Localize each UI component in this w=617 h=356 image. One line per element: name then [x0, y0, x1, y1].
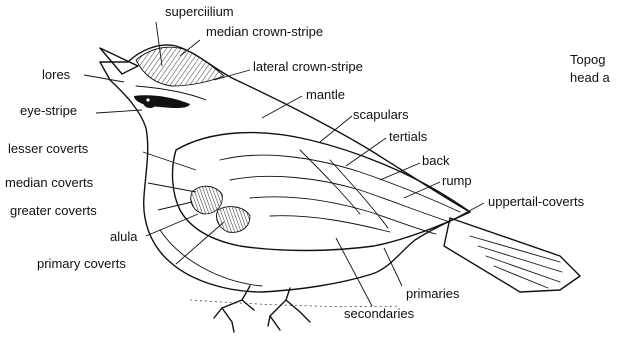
label-supercilium: superciilium	[165, 4, 234, 19]
label-scapulars: scapulars	[353, 107, 409, 122]
eye-stripe-band	[134, 95, 190, 108]
label-tertials: tertials	[389, 129, 428, 144]
label-median-crown-stripe: median crown-stripe	[206, 24, 323, 39]
label-uppertail-coverts: uppertail-coverts	[488, 194, 585, 209]
label-mantle: mantle	[306, 87, 345, 102]
greater-coverts-patch	[191, 186, 223, 214]
label-alula: alula	[110, 229, 138, 244]
label-primaries: primaries	[406, 286, 460, 301]
beak	[100, 48, 138, 74]
crown-stripe-region	[136, 47, 224, 86]
label-lateral-crown-stripe: lateral crown-stripe	[253, 59, 363, 74]
label-greater-coverts: greater coverts	[10, 203, 97, 218]
label-back: back	[422, 153, 450, 168]
label-lores: lores	[42, 67, 71, 82]
label-primary-coverts: primary coverts	[37, 256, 126, 271]
eye	[143, 96, 157, 108]
label-eye-stripe: eye-stripe	[20, 103, 77, 118]
bird-body-outline	[100, 45, 470, 292]
label-median-coverts: median coverts	[5, 175, 94, 190]
tail	[444, 218, 580, 292]
primary-coverts-patch	[216, 207, 250, 233]
legs	[214, 286, 310, 332]
labels: superciilium median crown-stripe lateral…	[5, 4, 611, 321]
label-rump: rump	[442, 173, 472, 188]
label-secondaries: secondaries	[344, 306, 415, 321]
caption-line-1: Topog	[570, 52, 605, 67]
label-lesser-coverts: lesser coverts	[8, 141, 89, 156]
caption-line-2: head a	[570, 70, 611, 85]
